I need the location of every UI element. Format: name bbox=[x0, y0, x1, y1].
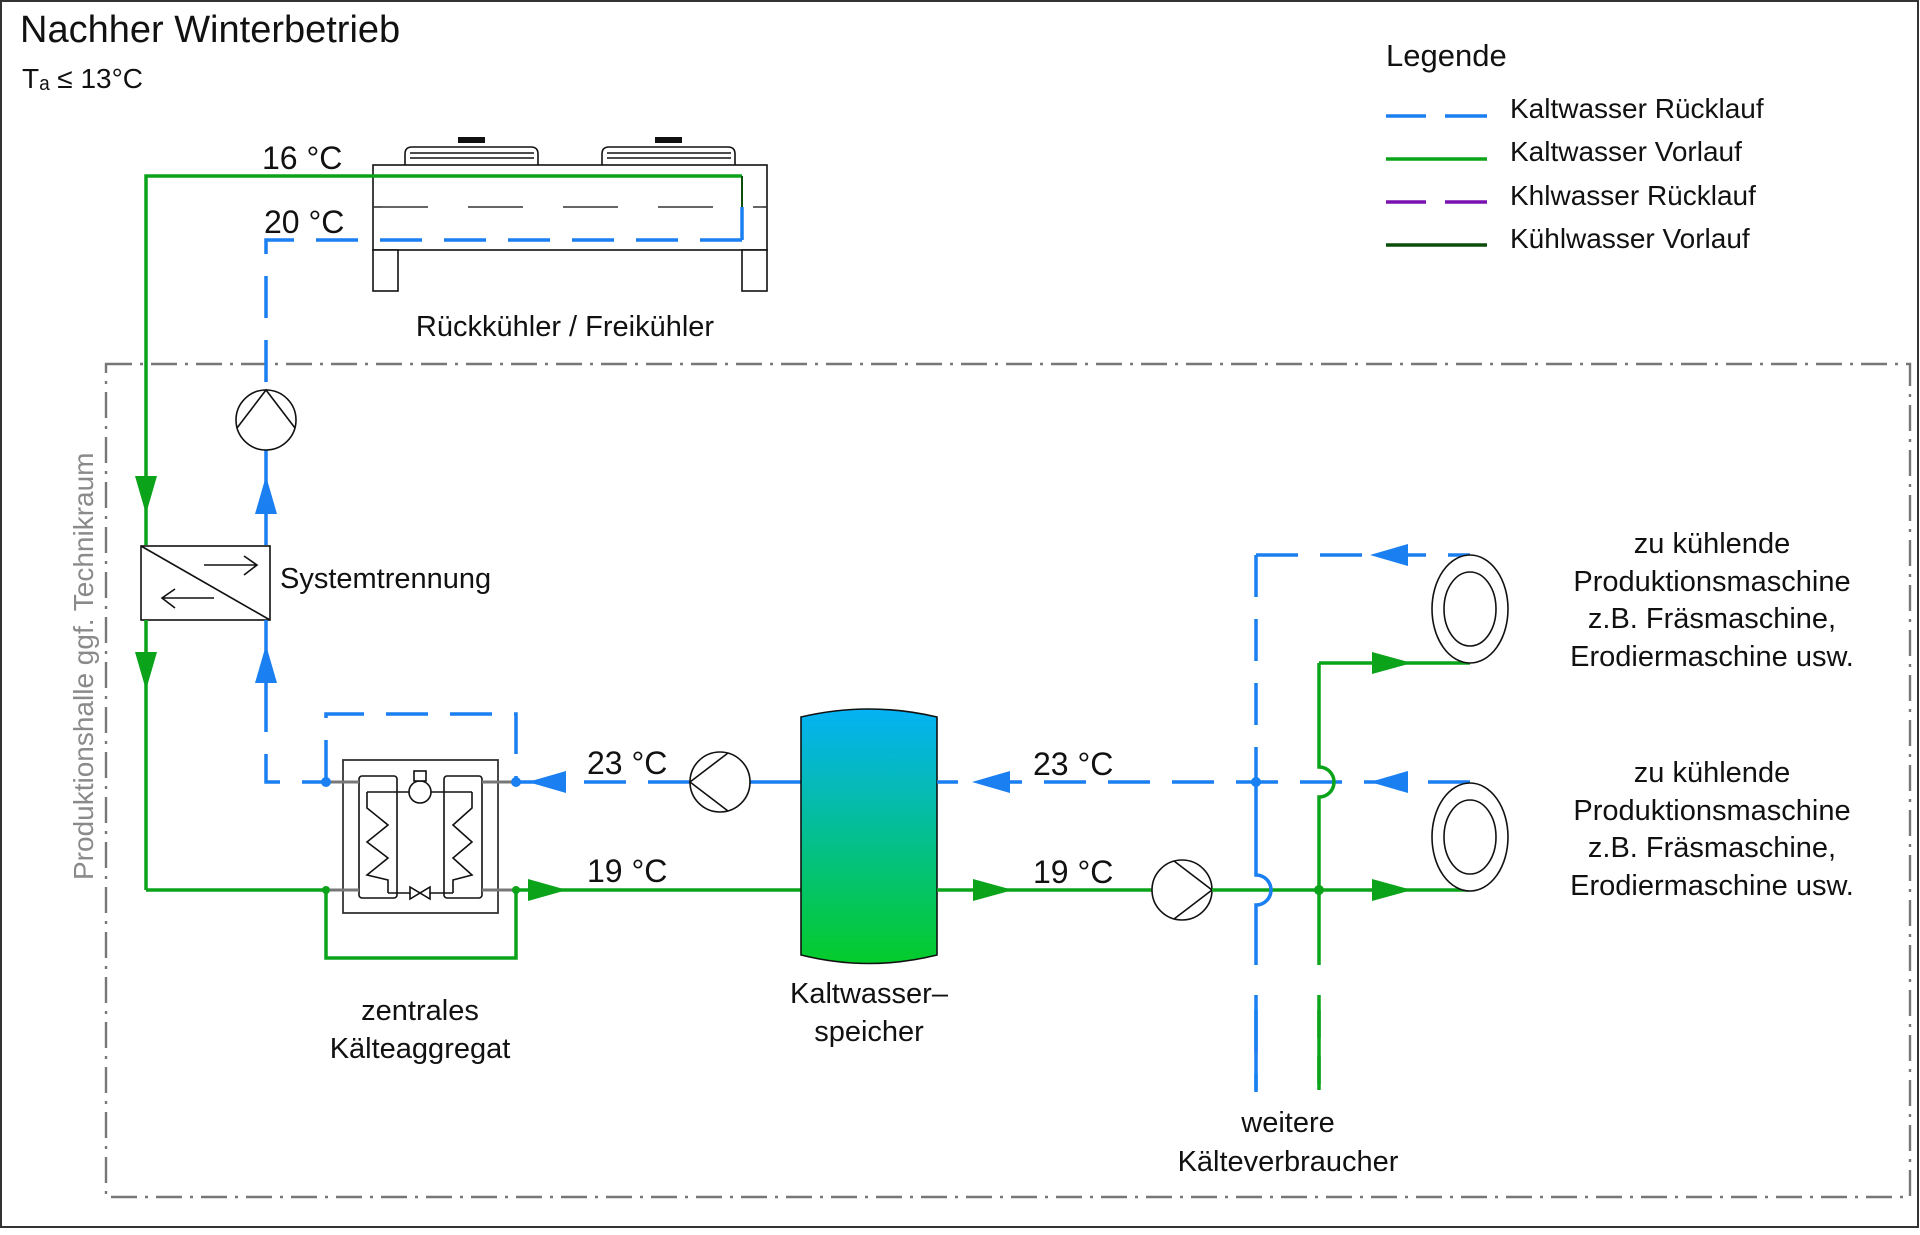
hx-arrow-right bbox=[204, 555, 259, 576]
compressor-motor bbox=[413, 770, 427, 782]
pump-top bbox=[235, 388, 297, 451]
consumer-label-line: zu kühlende bbox=[1634, 757, 1790, 789]
tank-label-line1: Kaltwasser– bbox=[790, 978, 949, 1010]
consumer-2 bbox=[1431, 782, 1509, 892]
junction-dot bbox=[321, 777, 331, 787]
expansion-valve-icon bbox=[409, 885, 431, 901]
condition-label: Tₐ ≤ 13°C bbox=[22, 63, 143, 94]
arrow-down-green-2 bbox=[135, 652, 157, 690]
drycooler-leg-right bbox=[741, 249, 768, 292]
hx-diagonal bbox=[140, 545, 271, 621]
temp-chiller-supply: 19 °C bbox=[587, 853, 667, 889]
legend-label: Kühlwasser Vorlauf bbox=[1510, 223, 1750, 254]
junction-dot bbox=[1314, 885, 1324, 895]
consumer-label-line: Erodiermaschine usw. bbox=[1570, 641, 1854, 673]
pump-circle bbox=[1151, 859, 1213, 921]
legend: Legende Kaltwasser Rücklauf Kaltwasser V… bbox=[1386, 38, 1764, 254]
legend-item-kuehlwasser-vorlauf: Kühlwasser Vorlauf bbox=[1386, 223, 1750, 254]
consumer-label-line: z.B. Fräsmaschine, bbox=[1588, 832, 1836, 864]
pump-triangle bbox=[688, 752, 729, 812]
chiller-coil-left bbox=[365, 792, 390, 893]
zone-label: Produktionshalle ggf. Technikraum bbox=[68, 452, 99, 880]
drycooler-label: Rückkühler / Freikühler bbox=[416, 311, 714, 343]
temp-cooler-supply: 16 °C bbox=[262, 140, 342, 176]
page-title: Nachher Winterbetrieb bbox=[20, 9, 400, 51]
storage-tank bbox=[800, 708, 938, 965]
drycooler-leg-left bbox=[372, 249, 399, 292]
temp-consumer-return: 23 °C bbox=[1033, 746, 1113, 782]
pump-consumer-supply bbox=[1151, 859, 1214, 921]
pump-circle bbox=[689, 751, 751, 813]
chiller bbox=[321, 759, 521, 914]
legend-heading: Legende bbox=[1386, 38, 1507, 73]
legend-label: Khlwasser Rücklauf bbox=[1510, 180, 1756, 211]
junction-dot bbox=[511, 777, 521, 787]
chiller-evaporator bbox=[358, 775, 398, 899]
consumer-label-line: Erodiermaschine usw. bbox=[1570, 870, 1854, 902]
legend-label: Kaltwasser Rücklauf bbox=[1510, 93, 1764, 124]
arrow-up-blue-2 bbox=[255, 645, 277, 683]
temp-cooler-return: 20 °C bbox=[264, 204, 344, 240]
further-consumers-line2: Kälteverbraucher bbox=[1178, 1146, 1399, 1178]
arrow-left-blue-consumer-2 bbox=[1370, 771, 1408, 793]
tank-label-line2: speicher bbox=[814, 1016, 924, 1048]
temp-chiller-return: 23 °C bbox=[587, 745, 667, 781]
legend-item-kaltwasser-ruecklauf: Kaltwasser Rücklauf bbox=[1386, 93, 1764, 124]
consumer-inner-ring bbox=[1443, 571, 1497, 647]
chiller-label-line1: zentrales bbox=[361, 995, 479, 1027]
chiller-condenser bbox=[443, 775, 483, 899]
pipe-cooler-return bbox=[264, 238, 742, 392]
junction-dot bbox=[1251, 777, 1261, 787]
drycooler-fan-2 bbox=[601, 146, 736, 165]
arrow-left-blue-tank bbox=[972, 771, 1010, 793]
consumer-1 bbox=[1431, 554, 1509, 664]
pump-circle bbox=[235, 389, 297, 451]
consumer-1-label: zu kühlende Produktionsmaschine z.B. Frä… bbox=[1570, 528, 1854, 673]
arrow-right-green-tank bbox=[973, 879, 1013, 901]
consumer-label-line: z.B. Fräsmaschine, bbox=[1588, 603, 1836, 635]
fan-motor bbox=[458, 137, 485, 143]
pipe-cooler-supply bbox=[144, 174, 742, 545]
arrow-right-green-chiller bbox=[528, 879, 567, 901]
temp-consumer-supply: 19 °C bbox=[1033, 854, 1113, 890]
chiller-bypass-green bbox=[324, 890, 518, 960]
junction-dot bbox=[322, 886, 330, 894]
consumer-2-label: zu kühlende Produktionsmaschine z.B. Frä… bbox=[1570, 757, 1854, 902]
consumer-label-line: Produktionsmaschine bbox=[1573, 795, 1850, 827]
chiller-label-line2: Kälteaggregat bbox=[330, 1033, 511, 1065]
arrow-right-green-consumer-1 bbox=[1372, 652, 1412, 674]
legend-label: Kaltwasser Vorlauf bbox=[1510, 136, 1742, 167]
hx-arrow-left bbox=[160, 588, 214, 609]
dash-gap bbox=[1250, 965, 1326, 995]
pipe-branch-supply-vertical bbox=[1317, 663, 1336, 1090]
pipe-blue-to-chiller bbox=[264, 690, 326, 784]
arrow-left-blue-consumer-1 bbox=[1370, 544, 1408, 566]
legend-item-kuehlwasser-ruecklauf: Khlwasser Rücklauf bbox=[1386, 180, 1756, 211]
further-consumers-line1: weitere bbox=[1240, 1107, 1335, 1139]
consumer-label-line: zu kühlende bbox=[1634, 528, 1790, 560]
drycooler bbox=[372, 137, 768, 292]
fan-motor bbox=[655, 137, 682, 143]
drycooler-fan-1 bbox=[404, 146, 539, 165]
arrow-right-green-consumer-2 bbox=[1372, 879, 1412, 901]
separation-label: Systemtrennung bbox=[280, 563, 491, 595]
consumer-label-line: Produktionsmaschine bbox=[1573, 566, 1850, 598]
chiller-coil-right bbox=[451, 792, 474, 893]
consumer-inner-ring bbox=[1443, 799, 1497, 875]
chiller-bypass-blue bbox=[324, 712, 518, 782]
arrow-left-blue-chiller bbox=[528, 771, 566, 793]
pump-triangle bbox=[236, 388, 296, 429]
arrow-down-green bbox=[135, 476, 157, 514]
pipe-branch-return-down bbox=[1254, 782, 1273, 1090]
compressor-icon bbox=[408, 780, 432, 804]
arrow-up-blue bbox=[255, 476, 277, 514]
legend-item-kaltwasser-vorlauf: Kaltwasser Vorlauf bbox=[1386, 136, 1742, 167]
heat-exchanger bbox=[140, 545, 271, 621]
pump-chiller-return bbox=[688, 751, 751, 813]
